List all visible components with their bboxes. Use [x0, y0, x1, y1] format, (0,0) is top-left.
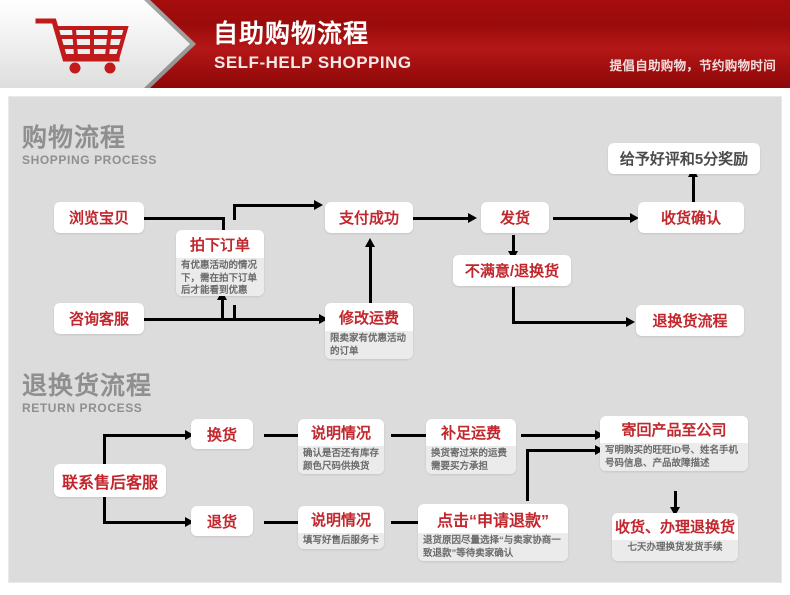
- connector-browse-right: [144, 217, 224, 220]
- node-modify-shipping-desc: 限卖家有优惠活动的订单: [325, 331, 413, 359]
- connector-confirm-up: [692, 174, 695, 203]
- section-header-return: 退换货流程 RETURN PROCESS: [22, 372, 152, 415]
- arrowhead-to-refund: [185, 517, 194, 527]
- node-exchange-title: 换货: [206, 426, 237, 444]
- node-place-order-desc: 有优惠活动的情况下，需在拍下订单后才能看到优惠: [176, 258, 264, 296]
- node-return-flow[interactable]: 退换货流程: [636, 305, 744, 336]
- connector-aftersales-up-stub: [103, 434, 106, 479]
- node-modify-shipping-title: 修改运费: [338, 309, 399, 327]
- arrowhead-to-exchange: [185, 430, 194, 440]
- node-return-flow-title: 退换货流程: [652, 313, 728, 330]
- connector-ship-down: [512, 235, 515, 252]
- node-confirm-receipt-title: 收货确认: [660, 210, 721, 227]
- node-apply-refund-desc: 退货原因尽量选择“与卖家协商一致退款”等待卖家确认: [418, 533, 568, 561]
- node-receive-process-title: 收货、办理退换货: [614, 519, 735, 536]
- node-pay-shipping[interactable]: 补足运费 换货寄过来的运费需要买方承担: [426, 419, 516, 474]
- arrowhead-to-receive-process: [670, 507, 680, 516]
- node-place-order-title: 拍下订单: [189, 236, 250, 254]
- node-confirm-receipt[interactable]: 收货确认: [638, 202, 744, 233]
- node-receive-process-desc: 七天办理换货发货手续: [612, 540, 738, 561]
- section-title-cn: 购物流程: [22, 124, 127, 152]
- connector-aftersales-down-stub: [103, 497, 106, 524]
- connector-exchange-to-explain: [264, 434, 306, 437]
- node-explain-refund-title: 说明情况: [310, 512, 371, 529]
- node-refund-title: 退货: [206, 513, 237, 531]
- connector-refund-to-explain: [264, 521, 306, 524]
- node-ship[interactable]: 发货: [481, 202, 549, 233]
- section2-title-en: RETURN PROCESS: [22, 401, 143, 415]
- banner-title: 自助购物流程: [213, 20, 370, 48]
- node-explain-refund-desc: 填写好售后服务卡: [298, 533, 384, 549]
- node-browse-title: 浏览宝贝: [68, 210, 129, 227]
- connector-ship-to-confirm: [553, 217, 632, 220]
- connector-contact-up: [221, 296, 224, 320]
- arrowhead-to-ship: [468, 213, 477, 223]
- connector-contact-branch: [233, 305, 236, 320]
- node-explain-refund[interactable]: 说明情况 填写好售后服务卡: [298, 506, 384, 549]
- banner-slogan: 提倡自助购物，节约购物时间: [609, 59, 776, 73]
- connector-to-pay-success: [233, 204, 316, 207]
- node-good-review[interactable]: 给予好评和5分奖励: [608, 143, 760, 174]
- connector-up-stub-pay: [233, 204, 236, 220]
- connector-aftersales-to-refund: [103, 521, 187, 524]
- node-pay-success-title: 支付成功: [338, 210, 399, 227]
- connector-explain-to-applyrefund: [391, 521, 423, 524]
- node-dissatisfied[interactable]: 不满意/退换货: [453, 255, 571, 286]
- connector-pay-to-ship: [408, 217, 470, 220]
- arrowhead-to-modify-shipping: [319, 314, 328, 324]
- node-exchange[interactable]: 换货: [191, 419, 253, 449]
- node-send-back[interactable]: 寄回产品至公司 写明购买的旺旺ID号、姓名手机号码信息、产品故障描述: [600, 416, 748, 471]
- arrowhead-to-pay-success-bottom: [365, 238, 375, 247]
- node-pay-success[interactable]: 支付成功: [325, 202, 413, 233]
- node-contact-service[interactable]: 咨询客服: [54, 303, 144, 334]
- node-explain-exchange-title: 说明情况: [310, 425, 371, 442]
- section2-title-cn: 退换货流程: [22, 372, 153, 400]
- section-title-en: SHOPPING PROCESS: [22, 153, 157, 167]
- arrowhead-applyrefund-to-sendback: [595, 445, 604, 455]
- node-pay-shipping-title: 补足运费: [440, 425, 501, 442]
- node-explain-exchange-desc: 确认是否还有库存颜色尺码供换货: [298, 446, 384, 474]
- connector-aftersales-to-exchange: [103, 434, 187, 437]
- connector-dissatisfied-down: [512, 287, 515, 324]
- arrowhead-to-send-back: [595, 430, 604, 440]
- connector-modify-up: [369, 244, 372, 304]
- node-contact-after-sales[interactable]: 联系售后客服: [54, 464, 166, 497]
- page-banner: 自助购物流程 SELF-HELP SHOPPING 提倡自助购物，节约购物时间: [0, 0, 790, 88]
- banner-subtitle: SELF-HELP SHOPPING: [214, 53, 412, 72]
- node-refund[interactable]: 退货: [191, 506, 253, 536]
- node-contact-after-sales-title: 联系售后客服: [61, 474, 158, 492]
- node-dissatisfied-title: 不满意/退换货: [464, 263, 560, 280]
- node-modify-shipping[interactable]: 修改运费 限卖家有优惠活动的订单: [325, 303, 413, 359]
- node-send-back-title: 寄回产品至公司: [621, 422, 727, 439]
- connector-explain-to-payshipping: [391, 434, 432, 437]
- connector-sendback-down: [674, 491, 677, 508]
- node-ship-title: 发货: [499, 210, 530, 227]
- node-contact-service-title: 咨询客服: [68, 311, 129, 328]
- node-receive-process[interactable]: 收货、办理退换货 七天办理换货发货手续: [612, 513, 738, 561]
- banner-arrow-plate: [0, 0, 196, 88]
- connector-dissatisfied-right: [512, 321, 628, 324]
- flow-canvas: 购物流程 SHOPPING PROCESS: [8, 96, 782, 583]
- connector-applyrefund-up: [526, 449, 529, 501]
- node-explain-exchange[interactable]: 说明情况 确认是否还有库存颜色尺码供换货: [298, 419, 384, 474]
- node-apply-refund[interactable]: 点击“申请退款” 退货原因尽量选择“与卖家协商一致退款”等待卖家确认: [418, 504, 568, 561]
- node-place-order[interactable]: 拍下订单 有优惠活动的情况下，需在拍下订单后才能看到优惠: [176, 230, 264, 296]
- node-send-back-desc: 写明购买的旺旺ID号、姓名手机号码信息、产品故障描述: [600, 443, 748, 471]
- connector-payshipping-to-sendback: [521, 434, 597, 437]
- connector-applyrefund-right: [526, 449, 597, 452]
- node-apply-refund-title: 点击“申请退款”: [436, 512, 549, 530]
- shopping-cart-icon: [35, 18, 129, 74]
- arrowhead-to-pay-success: [314, 200, 323, 210]
- section-header-shopping: 购物流程 SHOPPING PROCESS: [22, 124, 157, 167]
- node-pay-shipping-desc: 换货寄过来的运费需要买方承担: [426, 446, 516, 474]
- connector-browse-down: [222, 217, 225, 237]
- node-browse[interactable]: 浏览宝贝: [54, 202, 144, 233]
- arrowhead-to-return-flow: [626, 317, 635, 327]
- node-good-review-title: 给予好评和5分奖励: [619, 151, 749, 168]
- arrowhead-to-confirm-receipt: [630, 213, 639, 223]
